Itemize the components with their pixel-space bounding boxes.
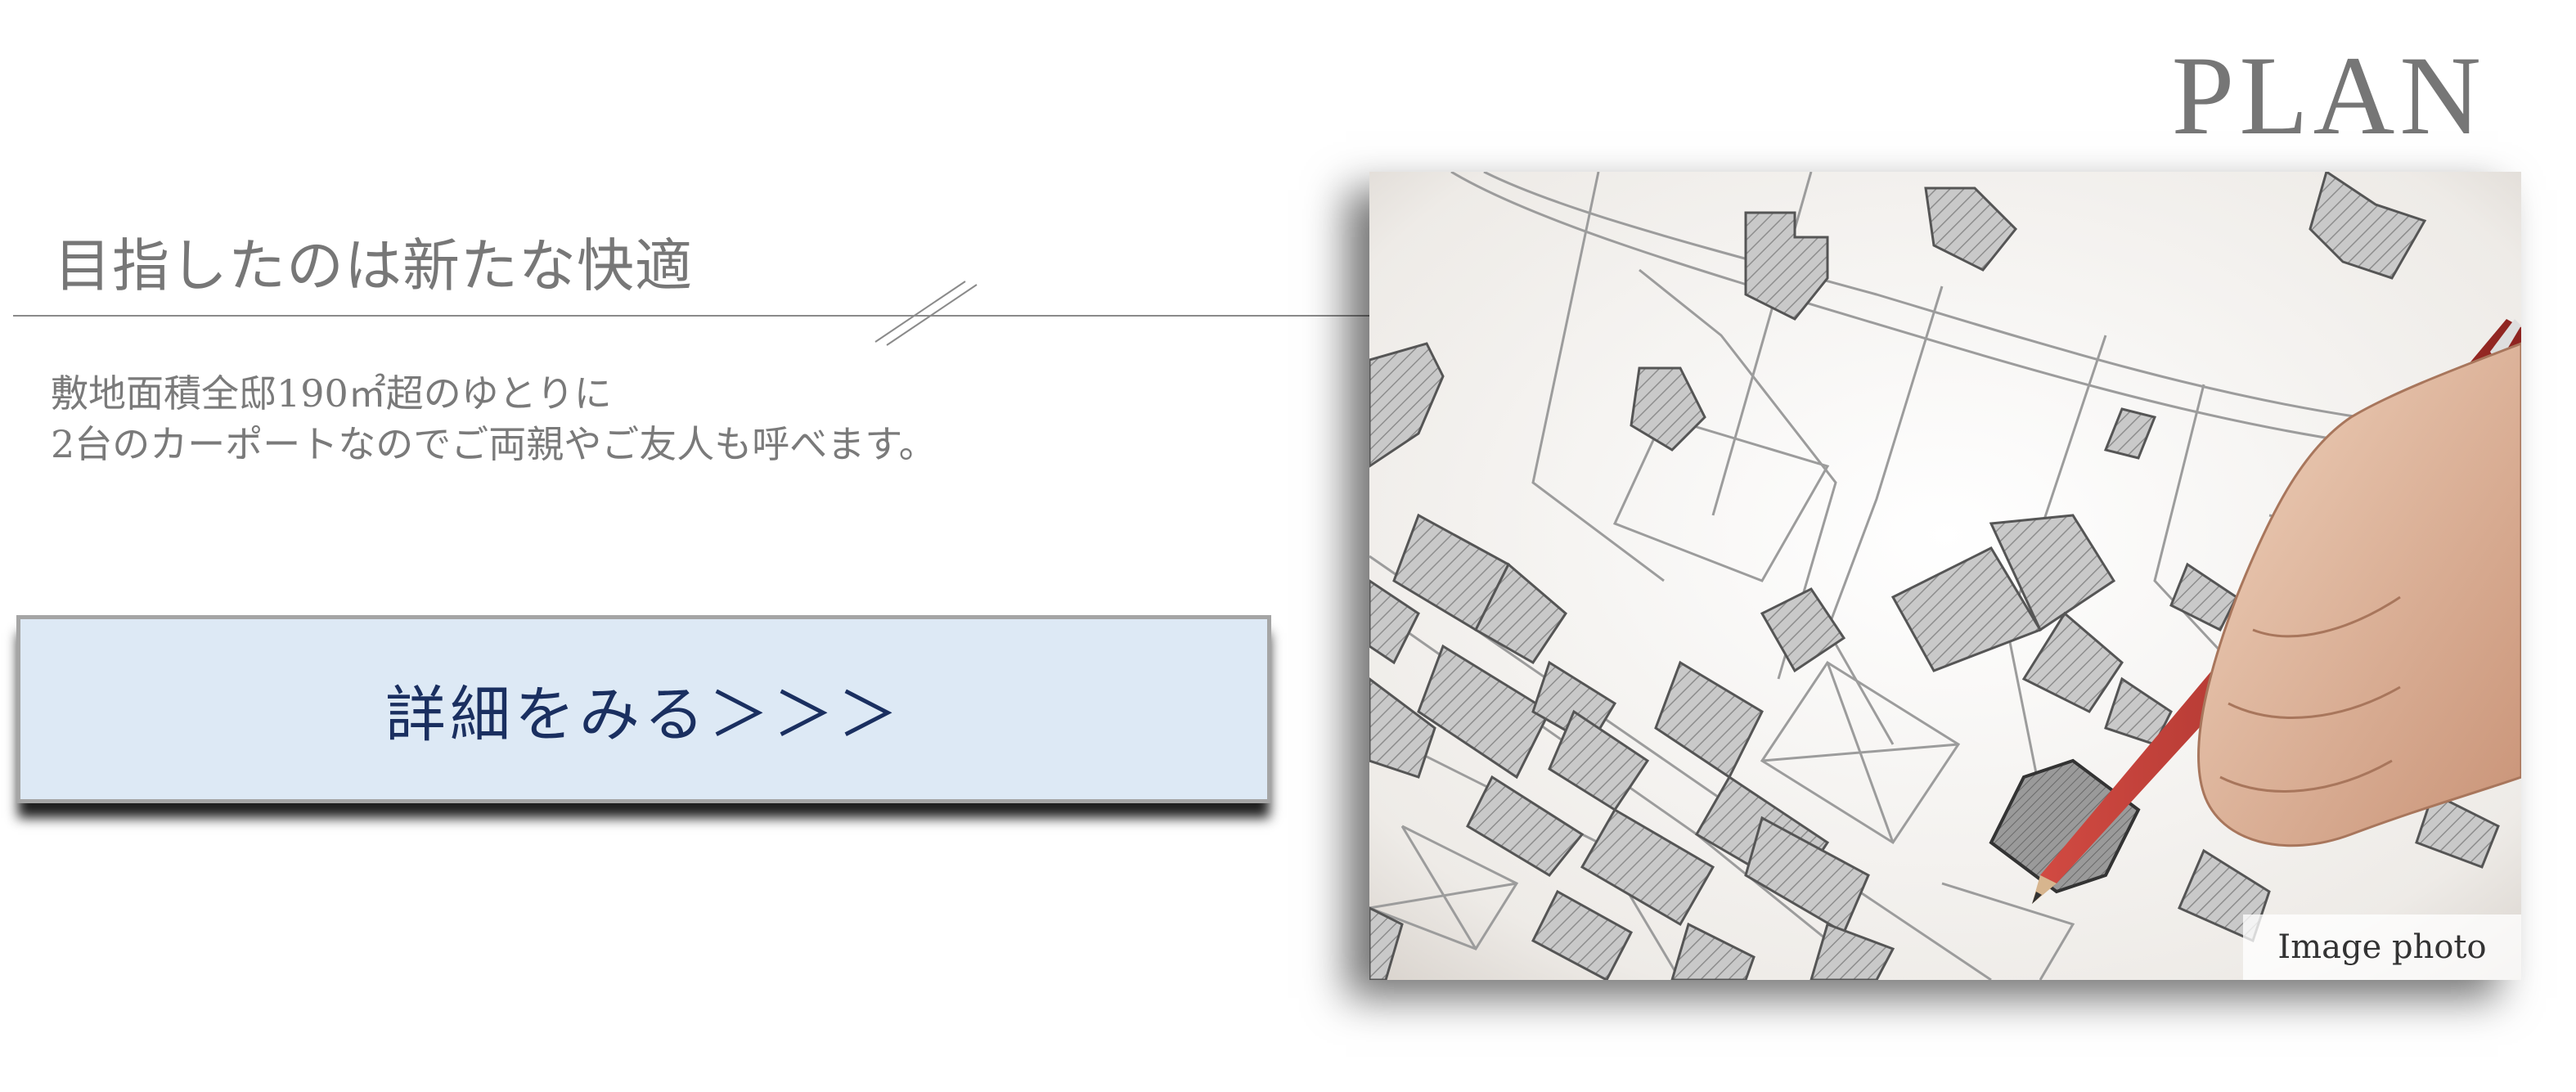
intro-heading: 目指したのは新たな快適 [54,232,693,299]
section-title-plan: PLAN [2171,33,2486,158]
view-details-button[interactable]: 詳細をみる＞＞＞ [16,615,1271,803]
image-caption: Image photo [2243,914,2521,980]
plan-image: Image photo [1369,172,2521,980]
intro-description: 敷地面積全邸190㎡超のゆとりに 2台のカーポートなのでご両親やご友人も呼べます… [51,368,937,470]
cadastral-map-illustration [1369,172,2521,980]
view-details-label: 詳細をみる＞＞＞ [385,679,902,750]
description-line-1: 敷地面積全邸190㎡超のゆとりに [51,371,612,416]
description-line-2: 2台のカーポートなのでご両親やご友人も呼べます。 [51,422,937,466]
double-slash-ornament [874,281,978,346]
divider-line [13,315,1371,317]
